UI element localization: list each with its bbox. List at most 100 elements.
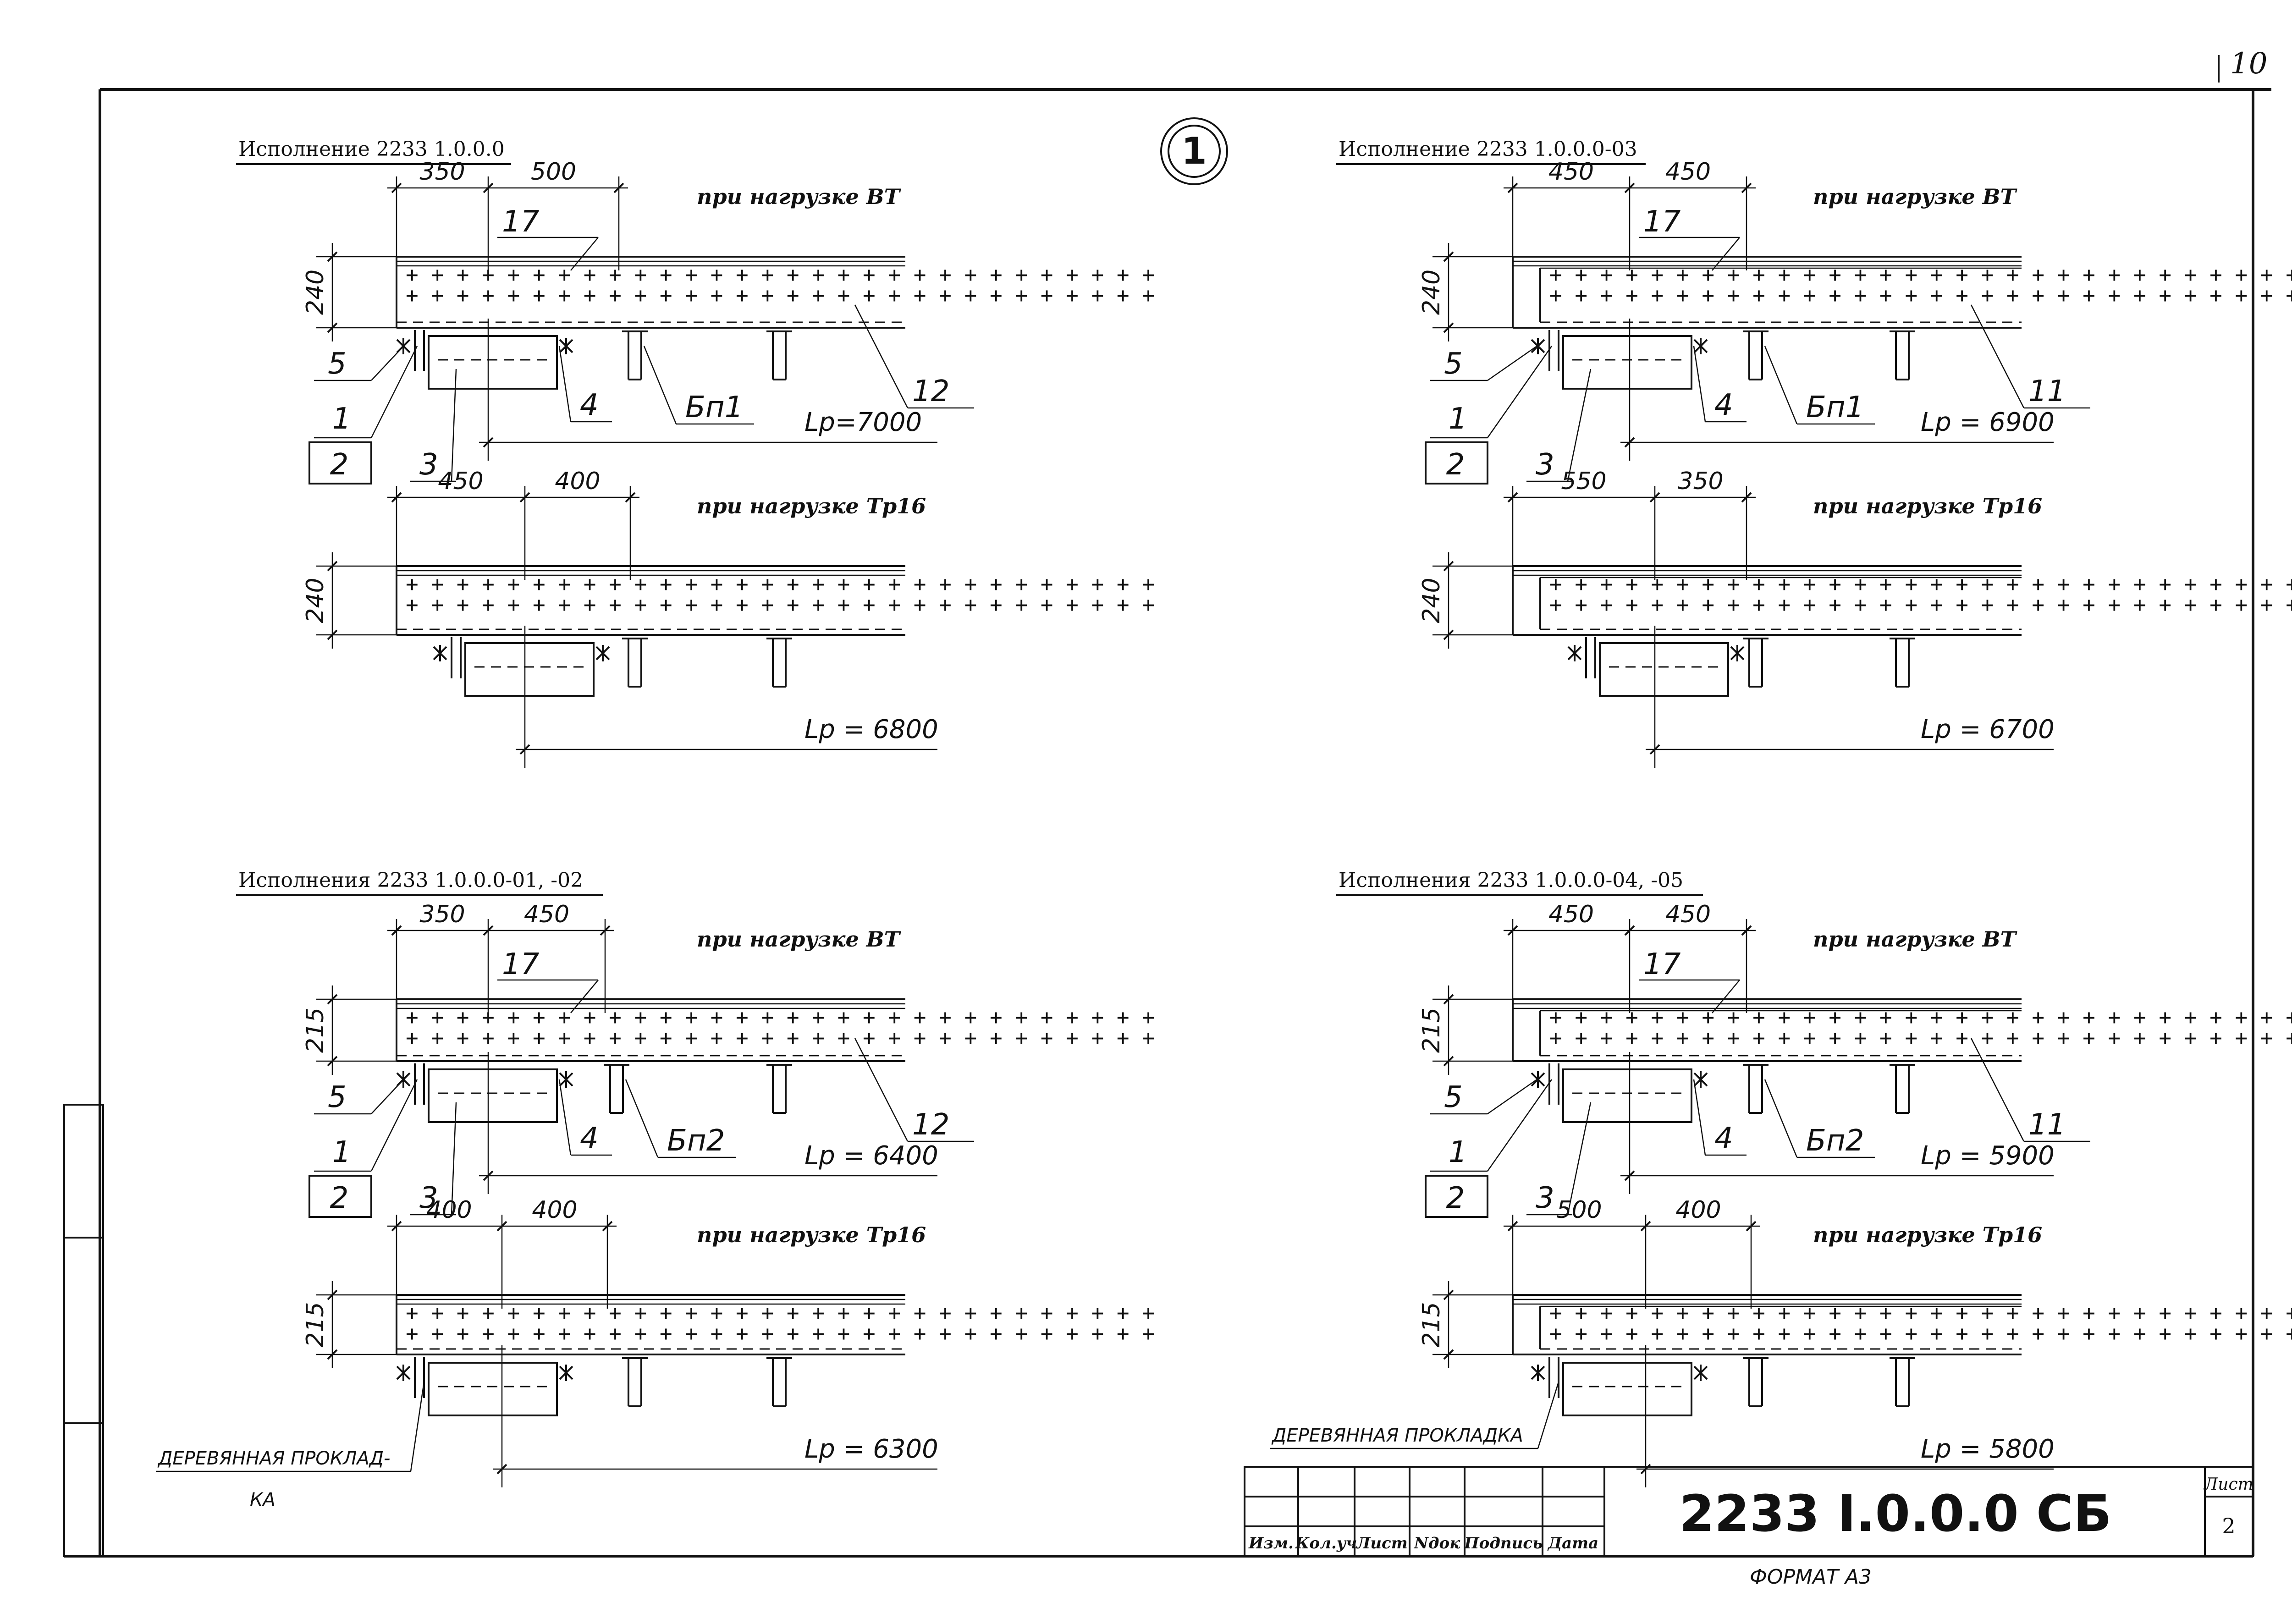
callout-leader (625, 1079, 659, 1158)
callout-4: 4 (1714, 1122, 1733, 1156)
panel-execution-0: Исполнение 2233 1.0.0.0 240 + + + + + + + … (236, 138, 1155, 768)
insulation-fill: + + + + + + + + + + + + + + + + + + + + … (1549, 1321, 2292, 1346)
dim-a-value: 450 (1548, 158, 1594, 186)
insulation-fill: + + + + + + + + + + + + + + + + + + + + … (406, 1005, 1155, 1029)
support-block (1599, 642, 1729, 697)
panel-execution-01-02: Исполнения 2233 1.0.0.0-01, -02 215 + + + … (156, 869, 1155, 1510)
dimension-tick (1443, 629, 1454, 640)
callout-leader (1487, 1076, 1541, 1115)
callout-right: 11 (2028, 1108, 2066, 1142)
load-case-label: при нагрузке ВТ (1813, 184, 2018, 209)
dimension-tick (327, 1056, 338, 1067)
thickness-value: 240 (302, 578, 329, 623)
callout-bp: Бп1 (685, 391, 743, 424)
insulation-fill: + + + + + + + + + + + + + + + + + + + + … (1549, 1300, 2292, 1325)
dim-a-value: 350 (419, 158, 465, 186)
callout-leader (558, 1079, 572, 1156)
callout-bp: Бп2 (1806, 1124, 1864, 1158)
dim-b-value: 450 (1665, 158, 1711, 186)
callout-3: 3 (1536, 1181, 1554, 1215)
dimension-tick (1443, 1349, 1454, 1360)
callout-leader (558, 346, 572, 422)
dim-a-value: 500 (1556, 1196, 1602, 1224)
dim-b-value: 450 (524, 901, 569, 928)
title-block-header: Лист (1355, 1534, 1407, 1552)
dimension-tick (1624, 437, 1635, 448)
insulation-fill: + + + + + + + + + + + + + + + + + + + + … (406, 572, 1155, 596)
callout-17: 17 (1643, 205, 1681, 239)
dimension-tick (602, 1221, 613, 1232)
panel-title: Исполнения 2233 1.0.0.0-01, -02 (238, 869, 583, 892)
doc-code: 2233 I.0.0.0 СБ (1679, 1484, 2111, 1543)
dimension-tick (1443, 322, 1454, 333)
title-block-header: Дата (1547, 1534, 1598, 1552)
callout-17: 17 (502, 947, 540, 981)
dimension-tick (327, 322, 338, 333)
insulation-fill: + + + + + + + + + + + + + + + + + + + + … (1549, 1025, 2292, 1050)
dimension-tick (483, 1170, 494, 1181)
dimension-tick (1507, 492, 1518, 503)
dim-b-value: 350 (1678, 468, 1723, 495)
insulation-fill: + + + + + + + + + + + + + + + + + + + + … (406, 1300, 1155, 1325)
callout-17: 17 (1643, 947, 1681, 981)
callout-leader (854, 304, 909, 408)
callout-leader (1487, 346, 1553, 438)
dimension-tick (625, 492, 636, 503)
dim-a-value: 400 (426, 1196, 472, 1224)
callout-3: 3 (419, 1181, 438, 1215)
dimension-tick (613, 182, 624, 193)
callout-3: 3 (419, 448, 438, 482)
thickness-value: 240 (1418, 578, 1445, 623)
callout-4: 4 (580, 388, 599, 422)
panel-title: Исполнение 2233 1.0.0.0 (238, 138, 505, 161)
span-value: Lр = 6300 (804, 1434, 938, 1464)
span-value: Lр = 6900 (1921, 407, 2055, 437)
dimension-tick (1640, 1221, 1651, 1232)
dimension-tick (327, 994, 338, 1005)
dimension-tick (1507, 182, 1518, 193)
callout-2-box (1425, 441, 1488, 484)
thickness-value: 215 (302, 1302, 329, 1347)
load-case-label: при нагрузке Тр16 (697, 494, 926, 518)
dimension-tick (327, 251, 338, 262)
callout-1: 1 (1449, 402, 1467, 436)
sheet-label: Лист (2203, 1475, 2253, 1494)
callout-leader (451, 1102, 457, 1215)
dimension-tick (519, 744, 530, 755)
dimension-tick (1443, 561, 1454, 572)
title-block (1244, 1466, 2254, 1557)
callout-2-box (309, 1175, 372, 1218)
insulation-fill: + + + + + + + + + + + + + + + + + + + + … (406, 1321, 1155, 1346)
note-leader (410, 1382, 425, 1472)
dimension-tick (1649, 744, 1660, 755)
wooden-spacer-note-cont: КА (250, 1489, 275, 1510)
dimension-tick (327, 561, 338, 572)
panel-title: Исполнение 2233 1.0.0.0-03 (1339, 138, 1637, 161)
callout-leader (854, 1038, 909, 1142)
callout-1: 1 (1449, 1135, 1467, 1169)
callout-leader (1487, 343, 1541, 381)
dim-b-value: 500 (531, 158, 576, 186)
dimension-tick (1746, 1221, 1757, 1232)
support-block (1562, 1068, 1692, 1123)
span-value: Lр = 6800 (804, 715, 938, 744)
callout-leader (1712, 237, 1740, 271)
insulation-fill: + + + + + + + + + + + + + + + + + + + + … (406, 592, 1155, 617)
insulation-fill: + + + + + + + + + + + + + + + + + + + + … (1549, 262, 2292, 287)
insulation-fill: + + + + + + + + + + + + + + + + + + + + … (1549, 572, 2292, 596)
panel-execution-03: Исполнение 2233 1.0.0.0-03 240 + + + + + +… (1336, 138, 2292, 768)
page-number: 10 (2230, 47, 2267, 81)
callout-5: 5 (1444, 347, 1463, 381)
insulation-fill: + + + + + + + + + + + + + + + + + + + + … (406, 262, 1155, 287)
load-case-label: при нагрузке Тр16 (1813, 494, 2042, 518)
callout-leader (1764, 346, 1798, 424)
dim-b-value: 400 (1675, 1196, 1721, 1224)
callout-bp: Бп2 (667, 1124, 725, 1158)
callout-leader (1693, 346, 1706, 422)
callout-leader (1487, 1079, 1553, 1172)
thickness-value: 215 (1418, 1007, 1445, 1053)
callout-leader (1970, 1038, 2025, 1142)
insulation-fill: + + + + + + + + + + + + + + + + + + + + … (406, 1025, 1155, 1050)
support-block (1562, 335, 1692, 390)
